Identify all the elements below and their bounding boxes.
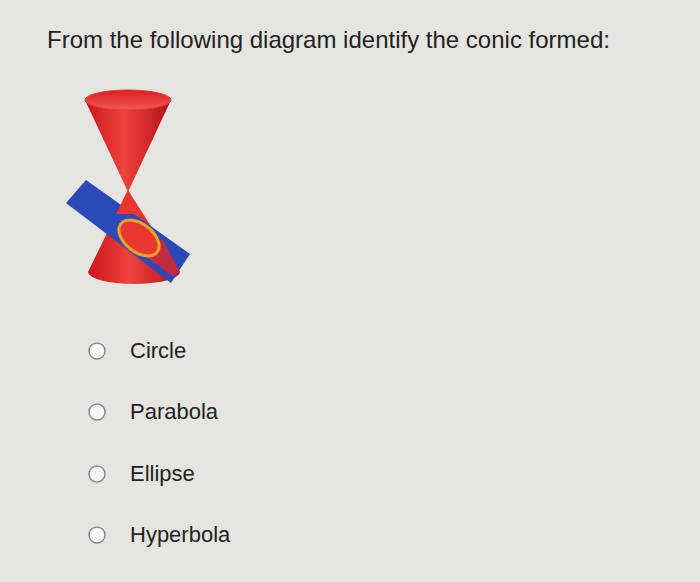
upper-cone-rim bbox=[85, 90, 171, 110]
option-label: Ellipse bbox=[130, 461, 195, 486]
cone-through-plane bbox=[116, 190, 140, 214]
ellipse-section bbox=[112, 213, 165, 263]
option-label: Circle bbox=[130, 338, 186, 363]
cutting-plane bbox=[66, 180, 190, 283]
radio-button bbox=[89, 343, 105, 359]
question-text: From the following diagram identify the … bbox=[47, 26, 610, 54]
radio-button bbox=[89, 404, 105, 420]
option-label: Parabola bbox=[130, 399, 218, 424]
radio-buttons bbox=[89, 343, 105, 543]
option-label: Hyperbola bbox=[130, 522, 230, 547]
radio-button bbox=[89, 466, 105, 482]
upper-cone bbox=[85, 100, 171, 192]
radio-button bbox=[89, 527, 105, 543]
double-cone bbox=[66, 90, 190, 284]
